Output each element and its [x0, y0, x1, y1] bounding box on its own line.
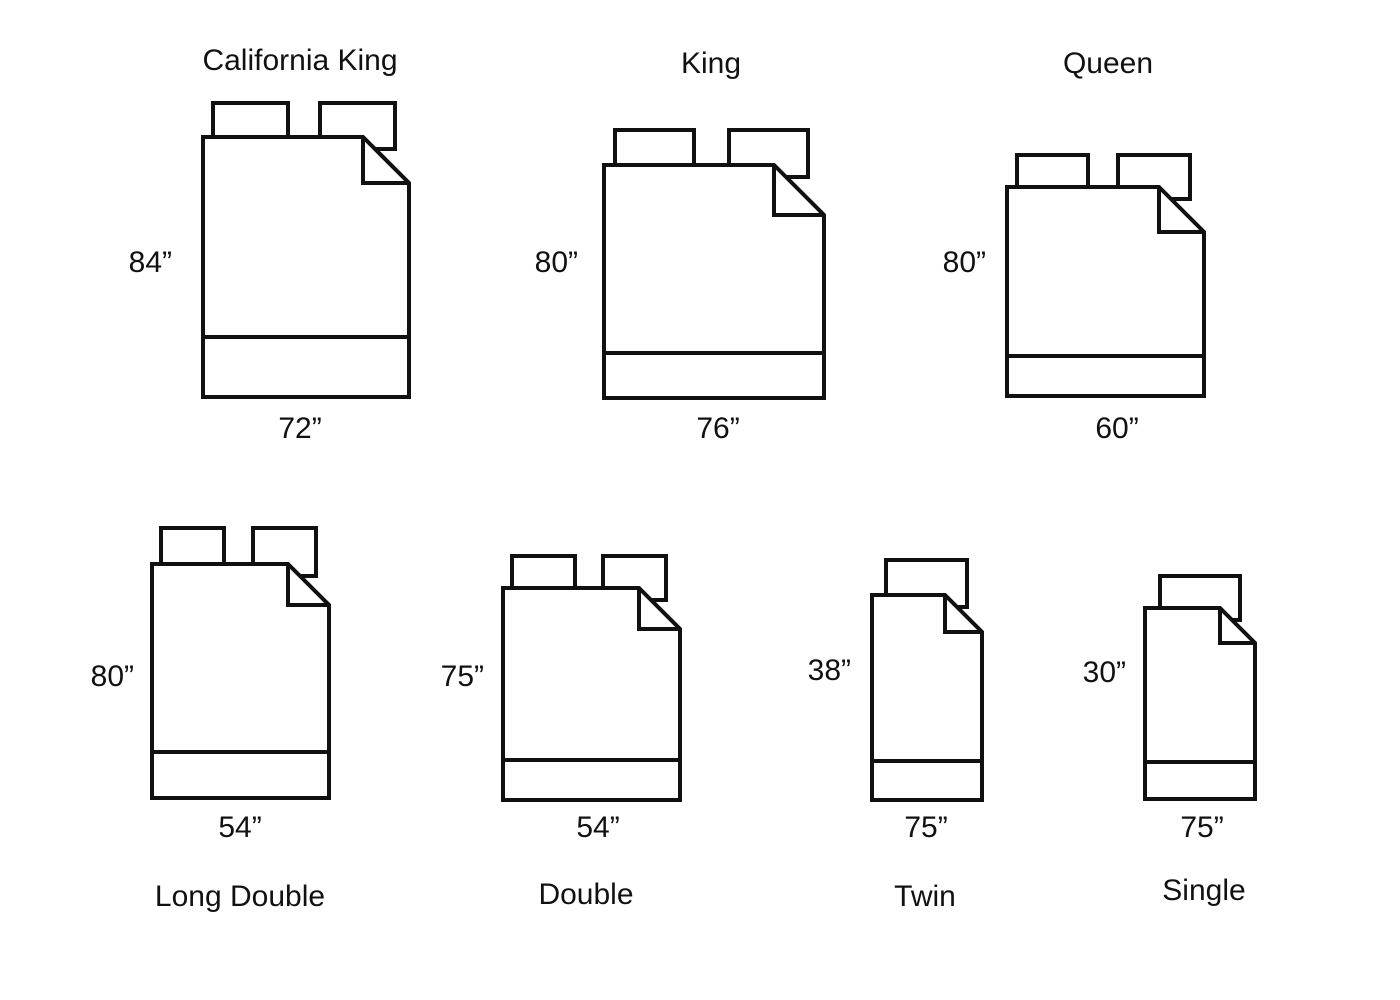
folded-corner	[1218, 608, 1255, 645]
bed-width-california-king: 72”	[278, 412, 322, 445]
folded-corner	[943, 595, 982, 634]
bed-width-double: 54”	[576, 811, 620, 844]
bed-height-california-king: 84”	[128, 246, 172, 279]
folded-corner	[286, 564, 329, 607]
mattress-outline	[1143, 606, 1257, 801]
bed-name-single: Single	[1162, 874, 1246, 907]
bed-double	[501, 554, 682, 802]
folded-corner	[361, 137, 409, 185]
folded-corner	[637, 588, 680, 631]
bed-width-single: 75”	[1180, 811, 1224, 844]
bed-height-king: 80”	[534, 246, 578, 279]
bed-name-california-king: California King	[202, 44, 398, 77]
mattress-outline	[1005, 185, 1206, 398]
bed-name-double: Double	[538, 878, 634, 911]
bed-queen	[1005, 153, 1206, 398]
bed-width-twin: 75”	[904, 811, 948, 844]
bed-width-king: 76”	[696, 412, 740, 445]
bed-king	[602, 128, 826, 400]
bed-single	[1143, 574, 1257, 801]
bed-name-twin: Twin	[894, 880, 956, 913]
bed-name-queen: Queen	[1062, 47, 1154, 80]
bed-long-double	[150, 526, 331, 800]
mattress-outline	[870, 593, 984, 802]
mattress-outline	[602, 163, 826, 400]
mattress-outline	[501, 586, 682, 802]
mattress-outline	[201, 135, 411, 399]
bed-california-king	[201, 101, 411, 399]
bed-height-twin: 38”	[807, 654, 851, 687]
folded-corner	[1157, 187, 1204, 234]
bed-twin	[870, 558, 984, 802]
bed-height-queen: 80”	[942, 246, 986, 279]
bed-height-long-double: 80”	[90, 660, 134, 693]
bed-width-long-double: 54”	[218, 811, 262, 844]
bed-width-queen: 60”	[1095, 412, 1139, 445]
folded-corner	[772, 165, 824, 217]
bed-name-long-double: Long Double	[154, 880, 326, 913]
bed-height-single: 30”	[1082, 656, 1126, 689]
bed-height-double: 75”	[440, 660, 484, 693]
mattress-outline	[150, 562, 331, 800]
bed-name-king: King	[680, 47, 742, 80]
